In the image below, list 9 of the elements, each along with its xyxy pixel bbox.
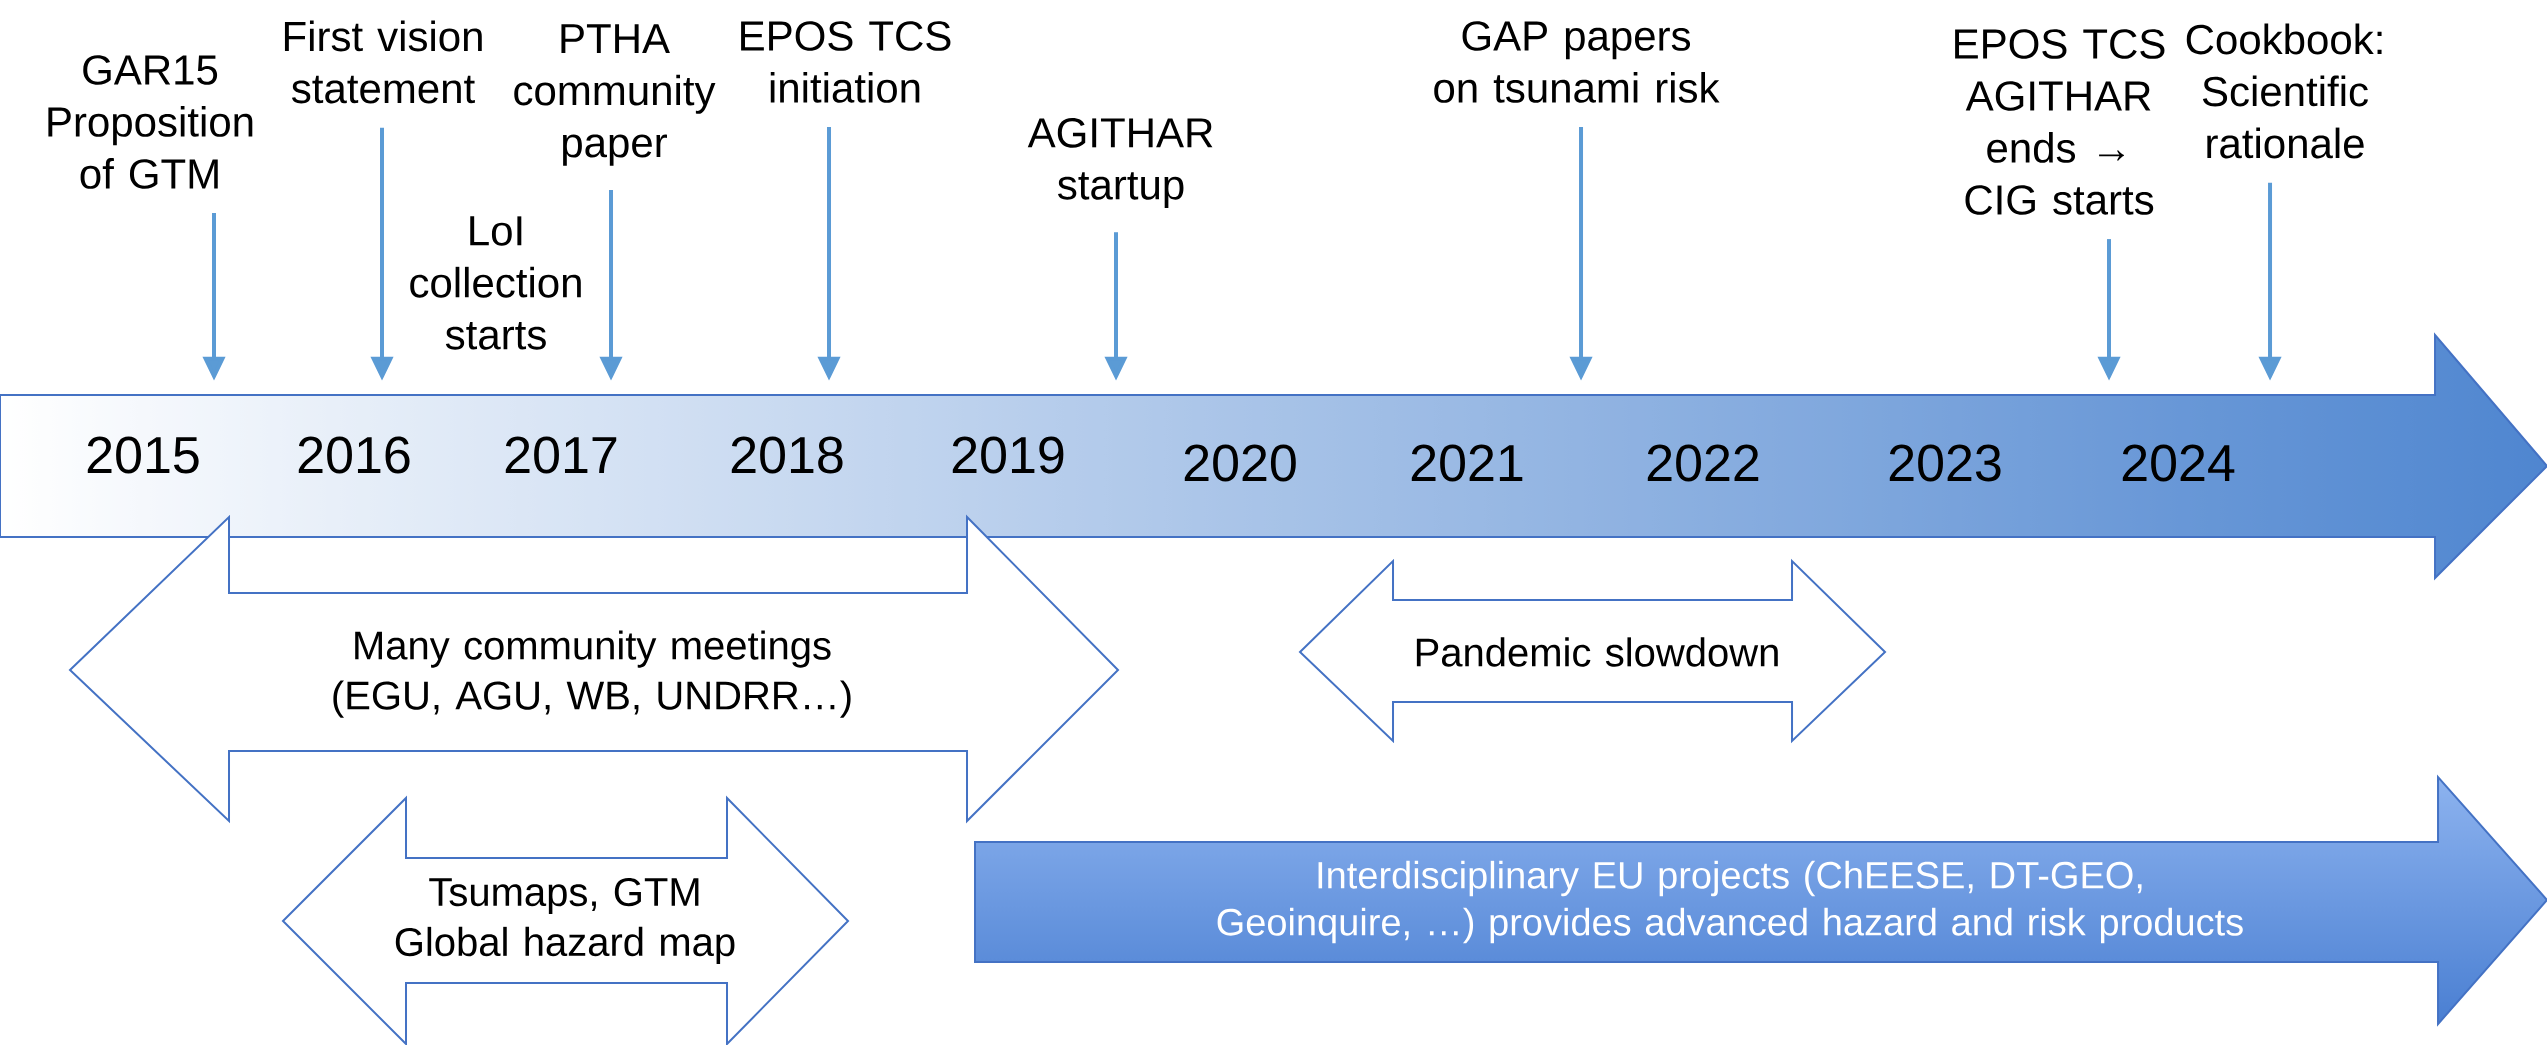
event-label: Cookbook: Scientific rationale	[2186, 23, 2382, 159]
event-label: GAP papers on tsunami risk	[1434, 21, 1720, 103]
event-label: First vision statement	[284, 20, 482, 104]
event-label: EPOS TCS AGITHAR ends → CIG starts	[1955, 29, 2165, 215]
event-label: EPOS TCS initiation	[741, 21, 951, 103]
event-label: GAR15 Proposition of GTM	[48, 55, 253, 189]
event-label: PTHA community paper	[514, 24, 716, 166]
event-label: AGITHAR startup	[1027, 118, 1213, 209]
project-banner: Interdisciplinary EU projects (ChEESE, DT-GEO, Geoinquire, …) provides advanced hazard and risk products	[974, 774, 2547, 1027]
